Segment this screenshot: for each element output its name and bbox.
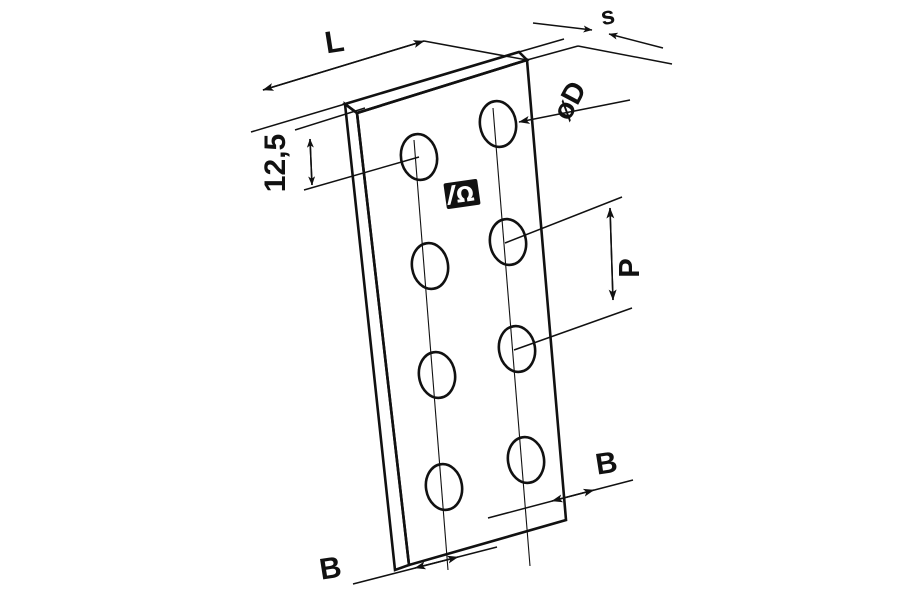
- hole-column-left: [399, 132, 464, 512]
- dim-B-right-line-2: [551, 479, 634, 503]
- logo-slash: [447, 184, 456, 206]
- dimension-L: [250, 40, 528, 133]
- dim-s-ext-right: [526, 45, 579, 61]
- dim-L-ext-left: [250, 103, 346, 133]
- dim-diameter-guide-top: [577, 45, 673, 65]
- dim-125-ext-bottom: [303, 156, 420, 191]
- dim-125-line-down: [308, 138, 316, 186]
- dim-P-ext-bottom: [513, 307, 633, 351]
- dim-125-ext-top: [294, 107, 366, 131]
- profile-inner-edges: [344, 103, 396, 571]
- dim-P-line-down: [608, 207, 617, 301]
- centre-line-right-column: [492, 107, 531, 567]
- hole-right-4: [506, 435, 546, 485]
- dim-s-arrow-right: [608, 32, 664, 49]
- dimension-label-width-right: B: [593, 446, 620, 482]
- dim-B-left-line-2: [414, 546, 498, 570]
- dim-P-ext-top: [504, 196, 623, 244]
- hole-right-1: [478, 99, 518, 149]
- profile-top-face: [342, 50, 530, 115]
- hole-left-2: [410, 241, 450, 291]
- centre-line-left-column: [413, 139, 449, 571]
- hole-right-2: [488, 217, 528, 267]
- dimension-width-right: [487, 479, 634, 519]
- dimension-edge-distance: [294, 107, 420, 191]
- hole-left-3: [417, 350, 457, 400]
- profile-left-rear-vertical: [344, 103, 396, 571]
- manufacturer-logo: Ω: [443, 179, 481, 209]
- dimension-diameter: [518, 45, 673, 124]
- dimension-pitch: [504, 196, 633, 351]
- dimension-label-L: L: [322, 23, 346, 61]
- dimension-label-s: s: [599, 1, 617, 31]
- hole-left-1: [399, 132, 439, 182]
- hole-centre-lines: [413, 107, 531, 571]
- dimension-s: [518, 22, 664, 61]
- profile-left-side-face: [343, 101, 411, 572]
- dimension-label-width-left: B: [317, 551, 344, 587]
- profile-body: [342, 50, 568, 572]
- hole-right-3: [497, 324, 537, 374]
- dimension-label-diameter: øD: [547, 76, 593, 125]
- hole-column-right: [478, 99, 546, 485]
- dim-diameter-leader: [518, 99, 631, 124]
- dimension-label-pitch: P: [614, 258, 646, 277]
- dim-L-line-2: [262, 40, 425, 91]
- dim-s-arrow-left: [532, 22, 593, 33]
- dim-s-ext-left: [518, 38, 565, 53]
- dimension-label-edge-distance: 12,5: [259, 134, 292, 192]
- dimension-width-left: [352, 546, 498, 585]
- hole-left-4: [424, 462, 464, 512]
- dim-L-guide: [423, 40, 528, 61]
- logo-mark: Ω: [455, 181, 476, 207]
